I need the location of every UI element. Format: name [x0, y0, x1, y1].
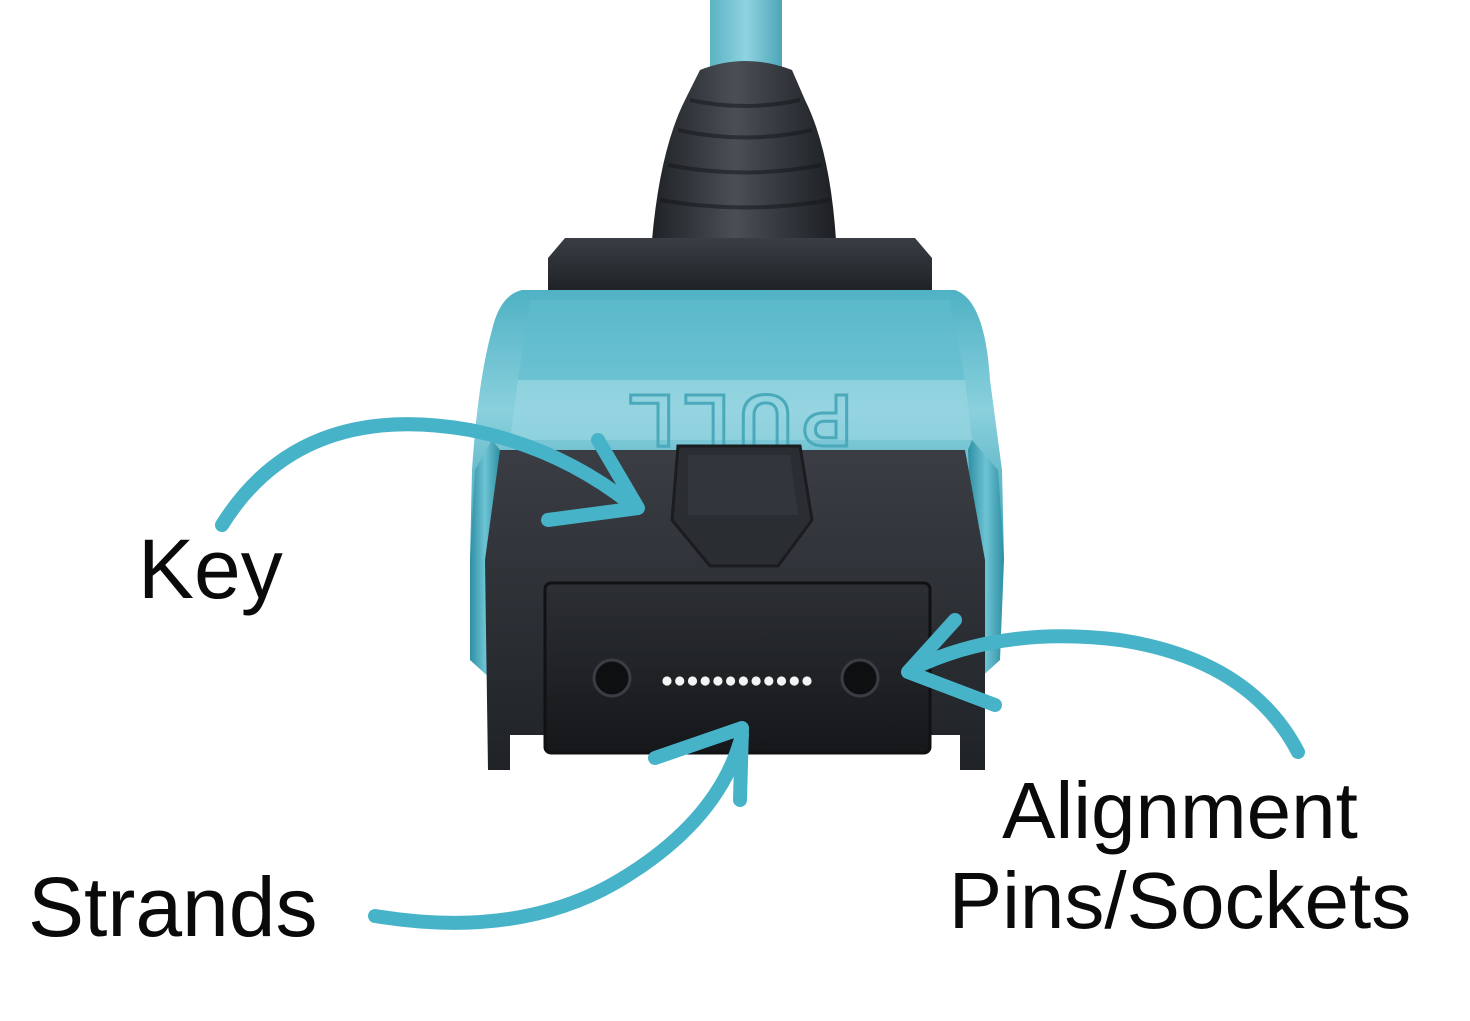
fiber-strand: [738, 676, 749, 686]
alignment-label-line2: Pins/Sockets: [948, 855, 1412, 945]
alignment-arrow-head: [901, 613, 1002, 712]
alignment-label: Alignment Pins/Sockets: [900, 766, 1460, 945]
key-arrow-head: [541, 433, 645, 527]
alignment-arrow: [903, 629, 1305, 759]
fiber-strand: [776, 676, 787, 686]
annotation-arrows: [215, 417, 1305, 930]
key-arrow: [215, 417, 639, 532]
strands-arrow-head: [648, 721, 749, 807]
key-tab-highlight: [688, 455, 798, 515]
housing-top-face: [518, 300, 965, 380]
fiber-strand: [751, 676, 761, 686]
strain-relief-boot: [652, 61, 836, 240]
fiber-strands: [662, 676, 812, 686]
strands-label: Strands: [28, 860, 318, 954]
fiber-strand: [802, 676, 812, 686]
key-label: Key: [138, 522, 283, 616]
housing-band: [510, 380, 972, 440]
alignment-hole-right: [840, 658, 880, 698]
boot-ridges: [659, 98, 831, 210]
fiber-strand: [764, 676, 774, 686]
strands-arrow: [368, 728, 749, 930]
alignment-label-line1: Alignment: [1002, 766, 1358, 855]
fiber-strand: [662, 676, 672, 686]
fiber-strand: [700, 676, 710, 686]
fiber-strand: [687, 676, 698, 686]
fiber-strand: [675, 676, 685, 686]
fiber-strand: [726, 676, 736, 686]
fiber-strand: [713, 676, 723, 686]
fiber-strand: [789, 676, 799, 686]
rear-cap: [548, 238, 932, 290]
alignment-hole-left: [592, 658, 632, 698]
